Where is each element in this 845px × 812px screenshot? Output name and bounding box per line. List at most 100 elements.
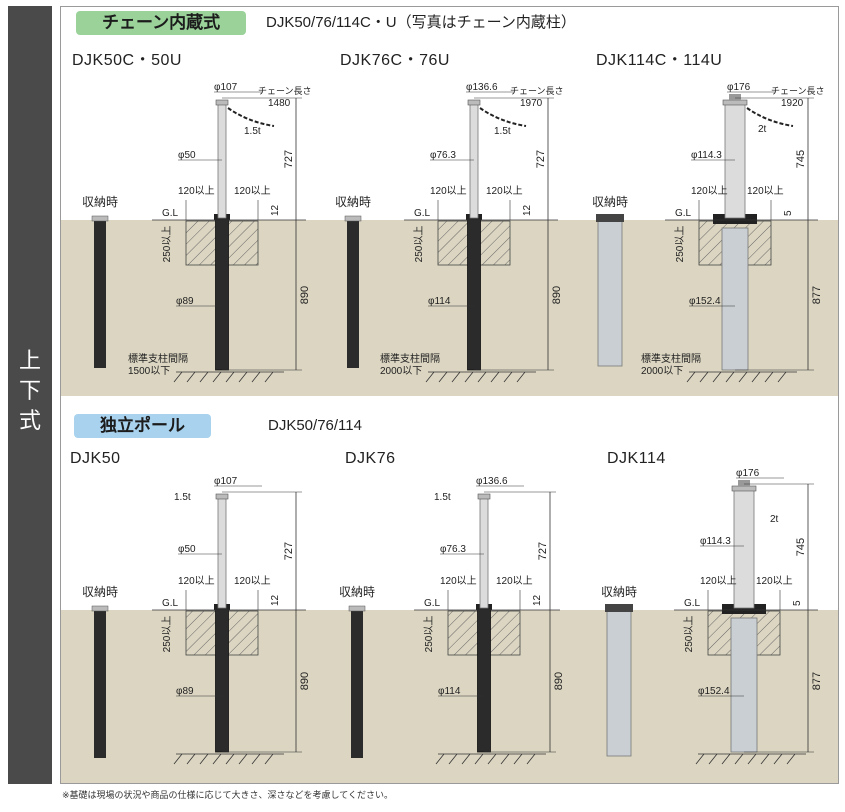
pole-cap — [215, 493, 229, 500]
top-diameter-label: φ107 — [214, 82, 238, 93]
ground-hatch-tick — [721, 753, 731, 765]
ground-hatch-tick — [764, 371, 774, 383]
gl-label: G.L — [424, 598, 441, 609]
rise-label: 12 — [270, 204, 281, 216]
ground-hatch-tick — [264, 371, 274, 383]
clearance-right-label: 120以上 — [234, 575, 271, 587]
ground-hatch-tick — [251, 371, 261, 383]
spacing-label: 標準支柱間隔 — [128, 352, 188, 365]
section-subtitle-independent: DJK50/76/114 — [268, 417, 362, 434]
section-badge-independent: 独立ポール — [74, 414, 211, 438]
gl-collar — [713, 214, 757, 224]
sidebar: 上下式 — [8, 6, 52, 784]
ground-hatch-tick — [238, 753, 248, 765]
model-title-5: DJK76 — [345, 450, 396, 467]
clearance-right-label: 120以上 — [234, 185, 271, 197]
ground-hatch-tick — [760, 753, 770, 765]
depth-label: 250以上 — [413, 226, 425, 263]
rise-label: 12 — [270, 594, 281, 606]
pole-cap — [467, 99, 481, 106]
dim-above-label: 745 — [795, 150, 807, 168]
pole-cap — [722, 99, 748, 106]
model-title-1: DJK50C・50U — [72, 52, 182, 69]
pole-diameter-label: φ76.3 — [440, 544, 466, 555]
side-label-char: 上 — [18, 348, 41, 373]
stored-pole-lid — [91, 215, 109, 222]
tube-diameter-label: φ152.4 — [689, 296, 721, 307]
pole-upper — [724, 103, 746, 219]
depth-label: 250以上 — [674, 226, 686, 263]
tube-diameter-label: φ114 — [428, 296, 451, 307]
stored-label: 収納時 — [601, 585, 637, 599]
pole-cap — [215, 99, 229, 106]
pole-diameter-label: φ50 — [178, 150, 196, 161]
ground-hatch-tick — [438, 371, 448, 383]
gl-label: G.L — [162, 208, 179, 219]
section-subtitle-chain: DJK50/76/114C・U（写真はチェーン内蔵柱） — [266, 14, 576, 31]
buried-tube — [467, 219, 481, 371]
depth-label: 250以上 — [161, 616, 173, 653]
buried-tube — [477, 609, 491, 753]
rise-label: 12 — [522, 204, 533, 216]
gl-label: G.L — [675, 208, 692, 219]
ground-hatch-tick — [264, 753, 274, 765]
tube-diameter-label: φ152.4 — [698, 686, 730, 697]
dim-above-label: 727 — [283, 150, 295, 168]
ground-hatch-tick — [461, 753, 471, 765]
ground-hatch-tick — [773, 753, 783, 765]
ground-hatch-tick — [699, 371, 709, 383]
thickness-label: 2t — [758, 124, 767, 135]
ground-hatch-tick — [734, 753, 744, 765]
rise-label: 5 — [792, 600, 803, 606]
ground-hatch-tick — [526, 753, 536, 765]
dim-above-label: 745 — [795, 538, 807, 556]
ground-hatch-tick — [448, 753, 458, 765]
ground-hatch-tick — [777, 371, 787, 383]
ground-hatch-tick — [747, 753, 757, 765]
tube-diameter-label: φ89 — [176, 296, 194, 307]
thickness-label: 1.5t — [174, 492, 191, 503]
dim-above-label: 727 — [537, 542, 549, 560]
ground-hatch-tick — [225, 371, 235, 383]
spacing-value: 1500以下 — [128, 366, 170, 377]
gl-label: G.L — [684, 598, 701, 609]
ground-hatch-tick — [490, 371, 500, 383]
clearance-left-label: 120以上 — [430, 185, 467, 197]
ground-hatch-tick — [712, 371, 722, 383]
stored-label: 収納時 — [335, 195, 371, 209]
depth-label: 250以上 — [683, 616, 695, 653]
chain — [479, 107, 527, 127]
clearance-left-label: 120以上 — [700, 575, 737, 587]
rise-label: 5 — [783, 210, 794, 216]
thickness-label: 1.5t — [434, 492, 451, 503]
ground-hatch-tick — [738, 371, 748, 383]
top-diameter-label: φ136.6 — [466, 82, 498, 93]
ground-hatch-tick — [516, 371, 526, 383]
buried-tube — [215, 219, 229, 371]
gl-label: G.L — [414, 208, 431, 219]
top-diameter-label: φ107 — [214, 476, 238, 487]
top-diameter-label: φ136.6 — [476, 476, 508, 487]
ground-hatch-tick — [513, 753, 523, 765]
pole-diameter-label: φ114.3 — [700, 536, 731, 547]
ground-hatch-tick — [725, 371, 735, 383]
stored-pole-lid — [91, 605, 109, 612]
ground-hatch-tick — [686, 371, 696, 383]
chain-length-label: チェーン長さ — [258, 86, 312, 96]
clearance-left-label: 120以上 — [178, 185, 215, 197]
ground-hatch-tick — [186, 753, 196, 765]
pole-cap — [477, 493, 491, 500]
chain — [227, 107, 275, 127]
clearance-right-label: 120以上 — [756, 575, 793, 587]
clearance-right-label: 120以上 — [747, 185, 784, 197]
ground-hatch-tick — [786, 753, 796, 765]
pole-upper — [733, 489, 755, 609]
stored-label: 収納時 — [82, 585, 118, 599]
dim-below-label: 890 — [299, 672, 311, 690]
ground-hatch-tick — [451, 371, 461, 383]
ground-hatch-tick — [751, 371, 761, 383]
dim-below-label: 877 — [811, 672, 823, 690]
ground-hatch-tick — [425, 371, 435, 383]
footnote: ※基礎は現場の状況や商品の仕様に応じて大きさ、深さなどを考慮してください。 — [62, 790, 394, 800]
gl-collar — [722, 604, 766, 614]
